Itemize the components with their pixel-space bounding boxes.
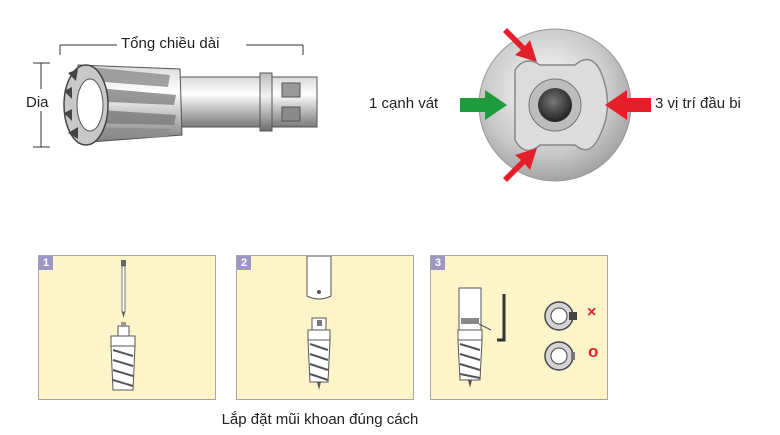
- flat-side-arrow: [460, 90, 507, 120]
- overall-length-label: Tổng chiều dài: [121, 35, 220, 52]
- annular-cutter-drawing: [33, 44, 318, 148]
- step-number: 2: [237, 256, 251, 270]
- ball-position-arrow-top: [503, 28, 537, 62]
- dia-label: Dia: [26, 94, 49, 111]
- step-number: 3: [431, 256, 445, 270]
- step-panel-1: 1: [38, 255, 216, 400]
- flat-side-label: 1 cạnh vát: [369, 95, 439, 112]
- right-mark: o: [588, 342, 599, 361]
- ball-positions-label: 3 vị trí đầu bi: [655, 95, 741, 112]
- wrong-mark: ×: [587, 304, 597, 321]
- wrong-alignment-icon: [544, 301, 577, 331]
- figure-caption: Lắp đặt mũi khoan đúng cách: [221, 411, 419, 428]
- right-alignment-icon: [544, 341, 575, 371]
- step-panel-2: 2: [236, 255, 414, 400]
- step-2-illustration: [306, 255, 332, 390]
- shank-end-view-drawing: [460, 28, 651, 182]
- step-3-illustration: [457, 287, 506, 388]
- ball-position-arrow-right: [605, 90, 651, 120]
- step-number: 1: [39, 256, 53, 270]
- shank-cross-section: [455, 10, 655, 190]
- ball-position-arrow-bottom: [503, 148, 537, 182]
- shank-alignment-indicators: [544, 301, 577, 371]
- step-panel-3: 3 × o: [430, 255, 608, 400]
- step-1-illustration: [110, 260, 136, 391]
- cutter-dimension-diagram: [20, 25, 340, 165]
